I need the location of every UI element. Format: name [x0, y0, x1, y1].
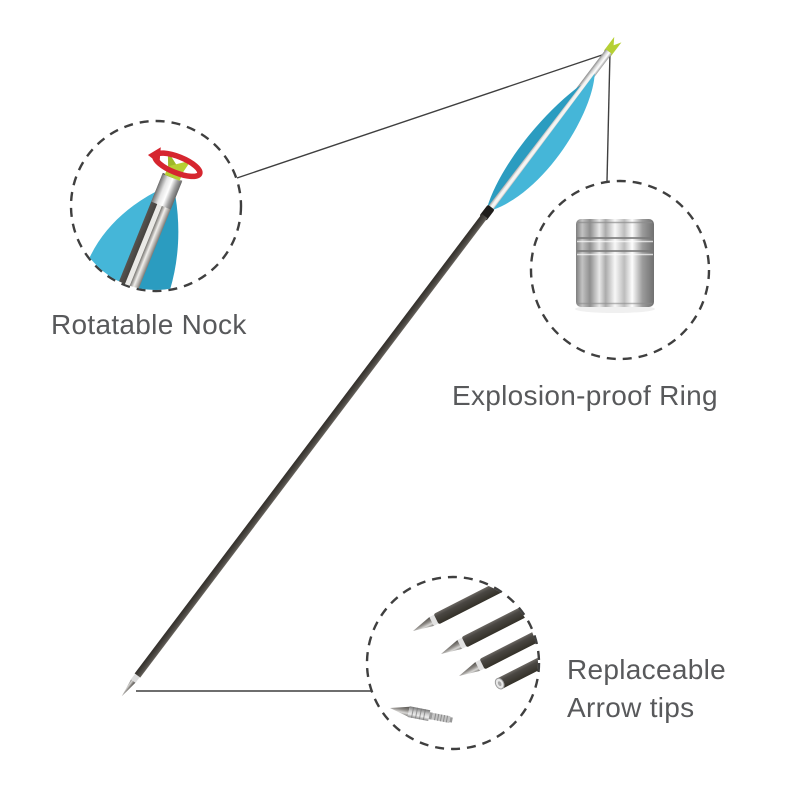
explosion-proof-ring-label: Explosion-proof Ring — [452, 380, 718, 411]
replaceable-label-line2: Arrow tips — [567, 692, 695, 724]
replaceable-arrow-tips-label: Replaceable Arrow tips — [567, 651, 726, 727]
rotation-arrowhead-icon — [147, 147, 161, 164]
ring-detail-content — [575, 219, 655, 313]
loose-arrow-tip-photo — [390, 706, 453, 723]
nock — [603, 36, 622, 56]
shaft-stripe — [103, 198, 165, 290]
nock-detail-callout — [69, 119, 243, 293]
fletch-stripe — [489, 73, 594, 209]
ring-detail-callout — [529, 179, 711, 361]
nock-detail-content — [76, 147, 203, 290]
shaft-insert-photo — [494, 642, 538, 690]
fletching-feather-left — [76, 191, 156, 290]
dashed-callout-circle — [365, 575, 541, 751]
carbon-shaft — [134, 213, 488, 678]
tip-collar — [130, 673, 140, 683]
rotatable-nock-label: Rotatable Nock — [51, 309, 247, 340]
arrow-tip-photo — [459, 617, 538, 676]
leader-lines — [136, 51, 611, 692]
arrow-photo — [121, 36, 622, 697]
fletching-feather-right — [116, 196, 179, 290]
tips-detail-callout — [365, 575, 541, 751]
replaceable-label-line1: Replaceable — [567, 654, 726, 685]
leader-line-ring — [606, 51, 611, 182]
explosion-proof-ring-photo — [576, 219, 654, 307]
nock-ferrule — [151, 173, 182, 210]
arrow-point — [121, 679, 136, 697]
leader-line-nock — [236, 52, 609, 179]
